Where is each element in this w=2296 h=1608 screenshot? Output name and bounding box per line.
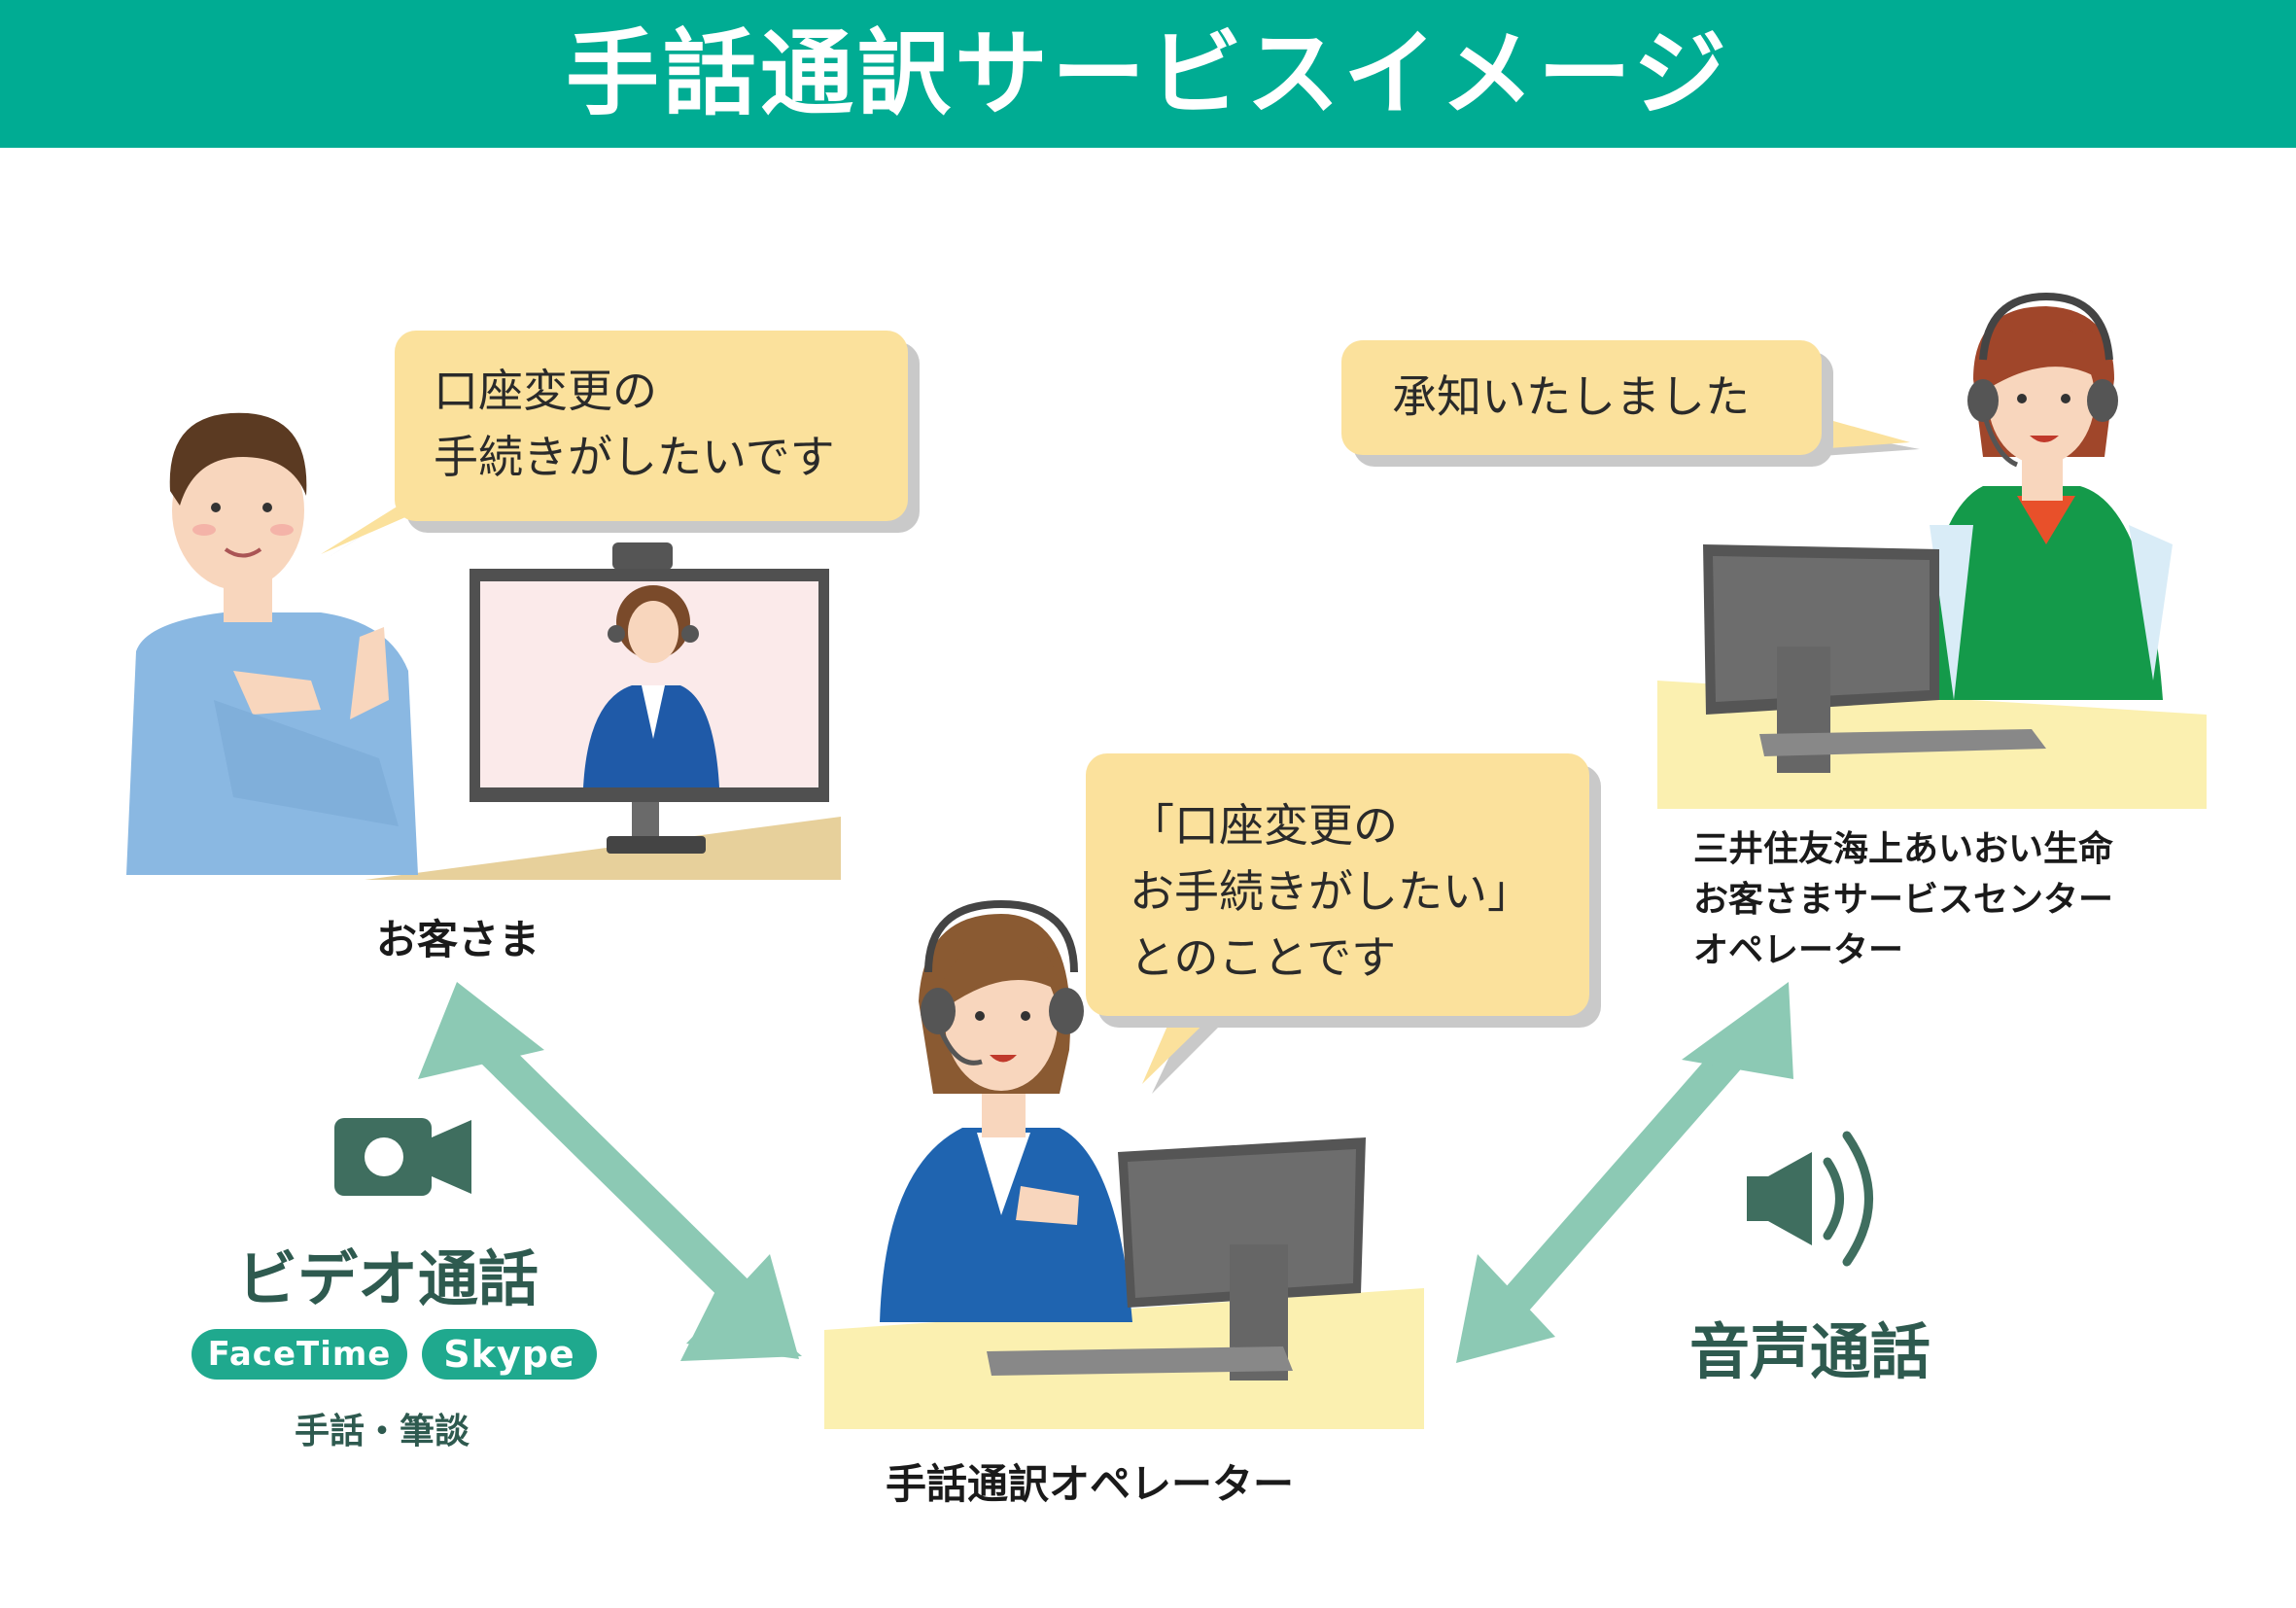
customer-speech-bubble: 口座変更の 手続きがしたいです bbox=[395, 331, 908, 521]
voice-call-title: 音声通話 bbox=[1689, 1316, 1931, 1387]
video-camera-icon bbox=[334, 1118, 471, 1196]
bubble-line: 承知いたしました bbox=[1392, 370, 1750, 423]
bubble-line: お手続きがしたい」 bbox=[1130, 865, 1532, 918]
page-title: 手話通訳サービスイメージ bbox=[565, 19, 1731, 128]
customer-label: お客さま bbox=[376, 916, 540, 963]
label-line: お客さまサービスセンター bbox=[1693, 880, 2114, 920]
customer-bubble-tail bbox=[321, 506, 428, 554]
video-call-methods: 手話・筆談 bbox=[295, 1412, 470, 1451]
bubble-line: 口座変更の bbox=[434, 365, 657, 417]
label-line: オペレーター bbox=[1693, 930, 1904, 970]
center-operator-illustration bbox=[1657, 292, 2207, 809]
skype-badge: Skype bbox=[422, 1329, 597, 1380]
label-line: 三井住友海上あいおい生命 bbox=[1693, 829, 2114, 869]
double-arrow-right bbox=[1456, 982, 1793, 1363]
bubble-line: とのことです bbox=[1130, 931, 1397, 984]
speaker-icon bbox=[1747, 1131, 1873, 1267]
interpreter-label: 手話通訳オペレーター bbox=[886, 1460, 1295, 1508]
center-bubble-tail bbox=[1816, 416, 1910, 449]
interpreter-bubble-tail bbox=[1142, 1001, 1227, 1084]
keyboard bbox=[987, 1346, 1293, 1376]
bubble-line: 「口座変更の bbox=[1130, 799, 1398, 852]
customer-illustration bbox=[126, 412, 841, 880]
bubble-line: 手続きがしたいです bbox=[434, 431, 835, 483]
center-operator-label: 三井住友海上あいおい生命 お客さまサービスセンター オペレーター bbox=[1693, 824, 2113, 976]
center-speech-bubble: 承知いたしました bbox=[1341, 340, 1822, 455]
interpreter-illustration bbox=[824, 899, 1424, 1429]
interpreter-speech-bubble: 「口座変更の お手続きがしたい」 とのことです bbox=[1086, 753, 1589, 1016]
video-call-title: ビデオ通話 bbox=[237, 1243, 539, 1314]
double-arrow-left bbox=[418, 982, 802, 1361]
facetime-badge: FaceTime bbox=[191, 1329, 407, 1380]
title-banner bbox=[0, 0, 2296, 148]
webcam bbox=[612, 542, 673, 570]
